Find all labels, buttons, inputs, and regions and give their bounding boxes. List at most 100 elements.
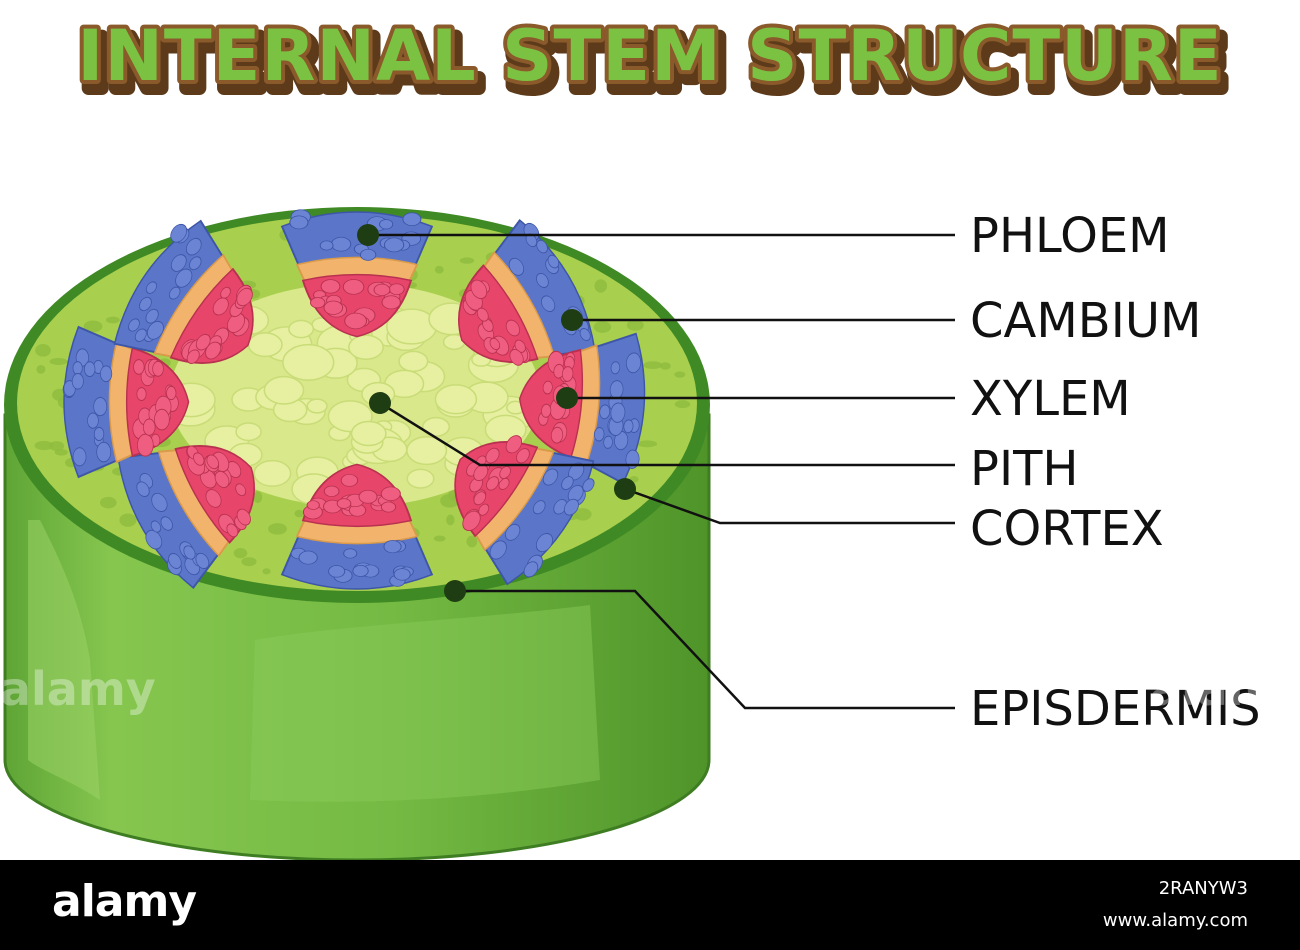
vascular-bundle bbox=[113, 219, 254, 364]
cortex-cell bbox=[637, 440, 658, 448]
xylem-cell bbox=[380, 501, 397, 513]
labels: PHLOEM CAMBIUM XYLEM PITH CORTEX EPISDER… bbox=[970, 208, 1261, 737]
phloem-cell bbox=[383, 540, 402, 554]
vascular-bundle bbox=[280, 209, 434, 338]
xylem-cell bbox=[342, 279, 365, 295]
cortex-cell bbox=[262, 568, 271, 575]
pith-cell bbox=[422, 416, 450, 437]
label-pith: PITH bbox=[970, 441, 1079, 497]
phloem-cell bbox=[541, 295, 556, 313]
phloem-cell bbox=[147, 320, 164, 340]
xylem-cell bbox=[473, 491, 487, 506]
xylem-cell bbox=[373, 283, 391, 296]
pith-cell bbox=[406, 468, 435, 489]
xylem-cell bbox=[235, 483, 247, 497]
phloem-cell bbox=[582, 478, 595, 492]
pith-cell bbox=[348, 334, 384, 360]
phloem-cell bbox=[393, 568, 411, 581]
label-epidermis: EPISDERMIS bbox=[970, 681, 1261, 737]
pith-leader bbox=[379, 401, 955, 467]
footer-image-id: 2RANYW3 bbox=[1158, 878, 1248, 899]
phloem-cell bbox=[561, 476, 574, 491]
phloem-cell bbox=[183, 545, 196, 560]
vascular-bundle bbox=[117, 445, 255, 589]
phloem-cell bbox=[535, 533, 553, 553]
cortex-cell bbox=[643, 361, 663, 370]
cortex-cell bbox=[36, 364, 46, 374]
phloem-cell bbox=[623, 419, 634, 434]
phloem-cell bbox=[185, 237, 202, 256]
xylem-cell bbox=[205, 489, 222, 508]
cortex-cell bbox=[49, 357, 68, 366]
pith-marker bbox=[369, 392, 391, 414]
cortex-cell bbox=[35, 344, 51, 357]
phloem-cell bbox=[343, 548, 358, 559]
phloem-cell bbox=[610, 402, 626, 423]
xylem-cell bbox=[344, 312, 368, 330]
phloem-cell bbox=[168, 553, 182, 569]
phloem-cell bbox=[603, 435, 613, 449]
phloem-cell bbox=[139, 296, 152, 312]
xylem-cell bbox=[486, 476, 500, 491]
xylem-cell bbox=[133, 359, 145, 375]
cortex-cell bbox=[54, 448, 68, 456]
cortex-leader bbox=[624, 487, 955, 525]
xylem-cell bbox=[505, 319, 521, 337]
pith-cell bbox=[398, 350, 429, 373]
phloem-cell bbox=[505, 523, 521, 541]
xylem-cell bbox=[509, 349, 524, 366]
cortex-cell bbox=[268, 523, 287, 535]
watermark-left: alamy bbox=[0, 662, 156, 716]
cortex-cell bbox=[459, 257, 475, 264]
phloem-cell bbox=[160, 516, 173, 531]
phloem-cell bbox=[328, 565, 346, 578]
stem-diagram-svg: INTERNAL STEM STRUCTURE INTERNAL STEM ST… bbox=[0, 11, 1300, 862]
stem-cylinder bbox=[3, 207, 711, 862]
xylem-cell bbox=[152, 360, 164, 377]
xylem-cell bbox=[154, 408, 170, 431]
diagram: INTERNAL STEM STRUCTURE INTERNAL STEM ST… bbox=[0, 11, 1300, 862]
phloem-cell bbox=[93, 426, 105, 442]
pith-cell bbox=[434, 384, 478, 415]
phloem-cell bbox=[93, 396, 108, 417]
xylem-cell bbox=[306, 500, 320, 510]
title: INTERNAL STEM STRUCTURE INTERNAL STEM ST… bbox=[73, 11, 1233, 112]
phloem-cell bbox=[536, 239, 548, 254]
cortex-marker bbox=[614, 478, 636, 500]
xylem-cell bbox=[499, 466, 511, 480]
vascular-bundle bbox=[518, 332, 646, 485]
phloem-cell bbox=[136, 481, 150, 497]
phloem-cell bbox=[145, 308, 159, 324]
pith-cell bbox=[247, 332, 283, 358]
cortex-cell bbox=[433, 535, 446, 542]
label-phloem: PHLOEM bbox=[970, 208, 1170, 264]
phloem-cell bbox=[593, 427, 605, 442]
phloem-cell bbox=[402, 212, 422, 227]
pith-cell bbox=[306, 398, 328, 414]
phloem-cell bbox=[599, 404, 611, 420]
footer-url: www.alamy.com bbox=[1102, 910, 1248, 931]
xylem-cell bbox=[388, 283, 405, 295]
phloem-cell bbox=[96, 441, 112, 463]
xylem-cell bbox=[226, 523, 239, 538]
title-shadow: INTERNAL STEM STRUCTURE bbox=[82, 23, 1227, 105]
vascular-bundle bbox=[62, 325, 190, 479]
phloem-cell bbox=[352, 565, 369, 577]
xylem-cell bbox=[516, 448, 530, 464]
xylem-cell bbox=[309, 297, 326, 309]
watermark-right: alamy bbox=[1150, 662, 1300, 716]
pith-cell bbox=[288, 319, 315, 339]
cortex-cell bbox=[446, 514, 455, 526]
pith-cell bbox=[406, 435, 448, 466]
phloem-cell bbox=[72, 447, 87, 467]
label-cambium: CAMBIUM bbox=[970, 293, 1201, 349]
phloem-cell bbox=[145, 281, 157, 294]
pith-cell bbox=[253, 459, 292, 487]
phloem-cell bbox=[563, 498, 579, 516]
xylem-cell bbox=[505, 435, 523, 454]
xylem-cell bbox=[142, 418, 156, 436]
phloem-cell bbox=[128, 318, 140, 332]
phloem-cell bbox=[379, 219, 394, 230]
xylem-cell bbox=[214, 470, 230, 489]
phloem-cell bbox=[170, 254, 187, 272]
